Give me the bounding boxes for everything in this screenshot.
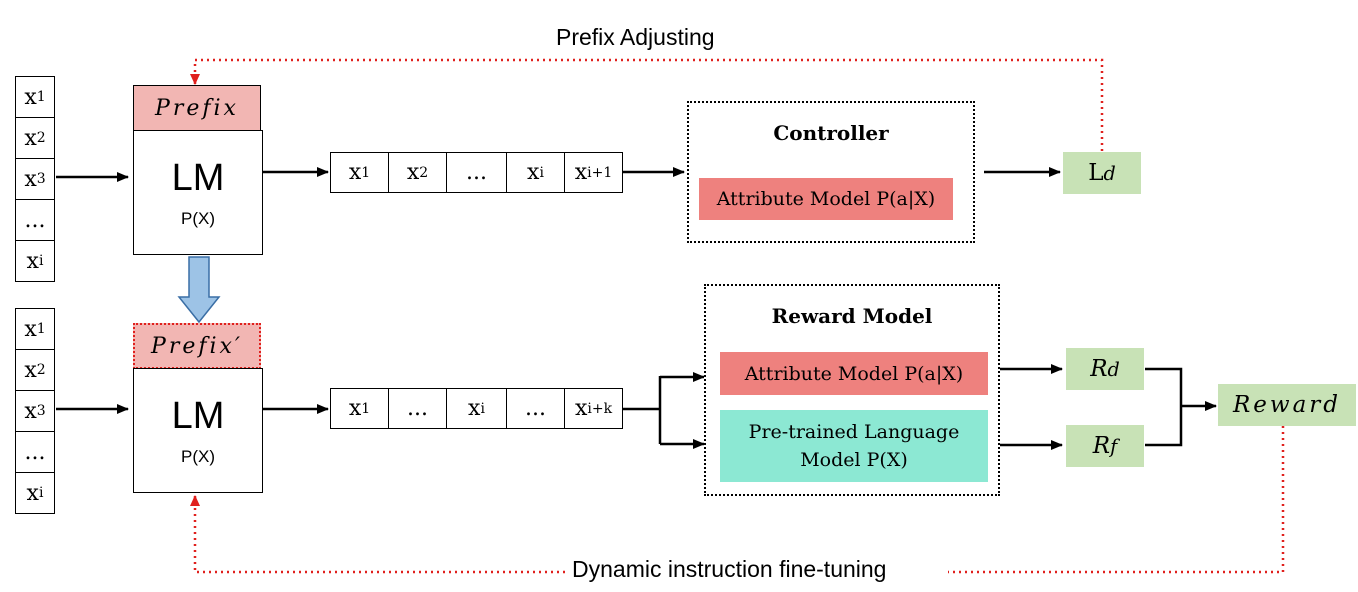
bottom-lm-title: LM bbox=[171, 395, 225, 437]
top-lm-title: LM bbox=[171, 157, 225, 199]
down-arrow bbox=[177, 256, 221, 324]
reward-box: Reward bbox=[1218, 384, 1356, 426]
token-base: x bbox=[348, 160, 362, 185]
feedback-prefix-adjusting bbox=[190, 58, 1104, 151]
sequence-cell: ... bbox=[506, 388, 565, 429]
token-cell: ... bbox=[15, 199, 55, 241]
pretrained-lm-line2: Model P(X) bbox=[800, 449, 908, 471]
token-subscript: i bbox=[38, 253, 44, 269]
token-base: x bbox=[24, 84, 37, 110]
token-base: x bbox=[24, 357, 37, 383]
token-subscript: i+1 bbox=[587, 164, 613, 181]
token-subscript: 2 bbox=[36, 362, 46, 378]
pretrained-lm-line1: Pre-trained Language bbox=[748, 421, 960, 443]
token-base: ... bbox=[24, 439, 46, 465]
sequence-cell: ... bbox=[446, 152, 507, 193]
loss-base: L bbox=[1088, 160, 1104, 186]
token-base: x bbox=[574, 396, 588, 421]
token-subscript: 1 bbox=[36, 89, 46, 105]
token-subscript: 1 bbox=[36, 321, 46, 337]
token-base: x bbox=[574, 160, 588, 185]
token-base: x bbox=[468, 396, 481, 421]
prefix-adjusting-label: Prefix Adjusting bbox=[550, 24, 721, 51]
rf-base: R bbox=[1092, 433, 1111, 459]
token-subscript: 2 bbox=[419, 164, 429, 181]
reward-model-title: Reward Model bbox=[771, 304, 933, 328]
token-base: x bbox=[348, 396, 362, 421]
token-base: ... bbox=[466, 160, 487, 185]
arrow-merge bbox=[1145, 367, 1183, 447]
token-subscript: 2 bbox=[36, 130, 46, 146]
token-base: ... bbox=[407, 396, 428, 421]
token-base: x bbox=[26, 480, 39, 506]
token-base: ... bbox=[24, 207, 46, 233]
token-subscript: 3 bbox=[36, 403, 46, 419]
token-subscript: i bbox=[539, 164, 544, 181]
token-subscript: 3 bbox=[36, 171, 46, 187]
top-prefix: Prefix bbox=[133, 85, 261, 131]
reward-model-box: Reward Model Attribute Model P(a|X) Pre-… bbox=[704, 284, 1000, 496]
token-base: x bbox=[24, 398, 37, 424]
loss-sub: d bbox=[1103, 161, 1116, 185]
token-base: x bbox=[406, 160, 420, 185]
bottom-lm-box: LM P(X) bbox=[133, 368, 263, 493]
rd-base: R bbox=[1090, 356, 1108, 382]
token-subscript: 1 bbox=[361, 164, 371, 181]
arrow-seq-split bbox=[622, 376, 662, 444]
token-base: x bbox=[24, 166, 37, 192]
token-subscript: i bbox=[38, 485, 44, 501]
rf-sub: f bbox=[1110, 434, 1118, 458]
top-lm-subtitle: P(X) bbox=[181, 209, 215, 228]
controller-title: Controller bbox=[773, 121, 889, 145]
token-subscript: 1 bbox=[361, 400, 371, 417]
reward-attribute-model: Attribute Model P(a|X) bbox=[720, 352, 988, 395]
controller-box: Controller Attribute Model P(a|X) bbox=[687, 101, 975, 243]
token-subscript: i+k bbox=[587, 400, 613, 417]
bottom-lm-subtitle: P(X) bbox=[181, 447, 215, 466]
pretrained-lm: Pre-trained Language Model P(X) bbox=[720, 410, 988, 482]
token-base: ... bbox=[525, 396, 546, 421]
rd-sub: d bbox=[1107, 357, 1120, 381]
token-base: x bbox=[26, 248, 39, 274]
token-base: x bbox=[527, 160, 540, 185]
feedback-dynamic-finetuning bbox=[195, 426, 1285, 574]
token-base: x bbox=[24, 316, 37, 342]
bottom-prefix: Prefix′ bbox=[133, 323, 261, 369]
token-base: x bbox=[24, 125, 37, 151]
top-lm-box: LM P(X) bbox=[133, 130, 263, 255]
sequence-cell: ... bbox=[388, 388, 447, 429]
token-subscript: i bbox=[480, 400, 485, 417]
reward-label: Reward bbox=[1232, 392, 1342, 418]
token-cell: ... bbox=[15, 431, 55, 473]
dynamic-finetuning-label: Dynamic instruction fine-tuning bbox=[566, 556, 893, 583]
controller-attribute-model: Attribute Model P(a|X) bbox=[699, 178, 953, 220]
